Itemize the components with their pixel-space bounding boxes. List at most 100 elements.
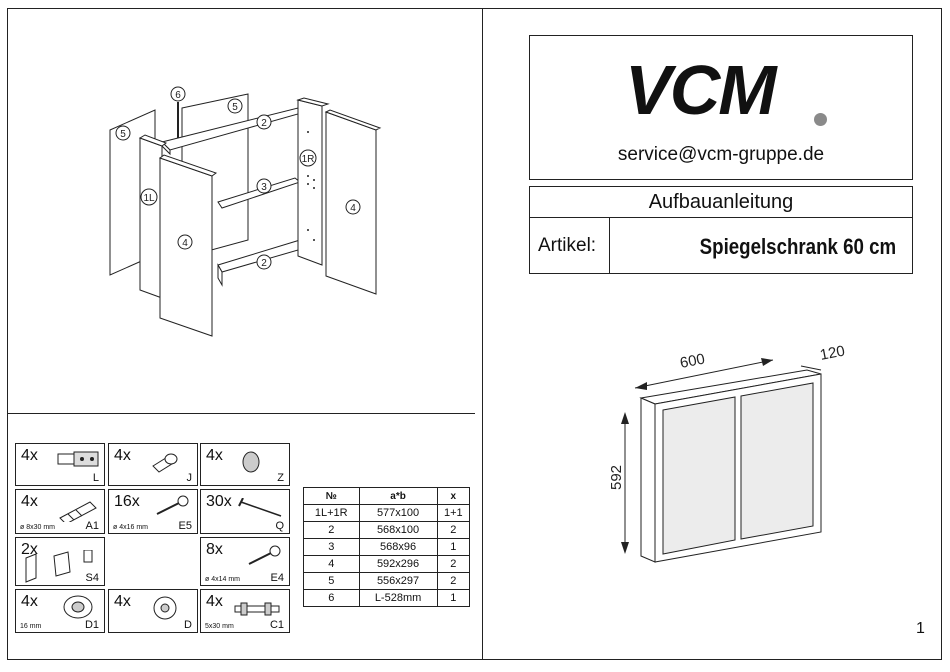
article-label: Artikel: — [530, 218, 610, 273]
table-header-row: № a*b x — [304, 488, 470, 505]
bolt-icon — [231, 600, 287, 618]
table-cell: 3 — [304, 539, 360, 556]
part-dim: ø 8x30 mm — [20, 524, 55, 531]
part-code: E4 — [271, 572, 284, 584]
dowel-icon — [56, 498, 102, 522]
part-bolt-C1: 4x 5x30 mm C1 — [200, 589, 290, 633]
part-cam-D1: 4x 16 mm D1 — [15, 589, 105, 633]
table-cell: 1+1 — [437, 505, 469, 522]
label-2a: 2 — [261, 118, 267, 129]
part-code: E5 — [179, 520, 192, 532]
connector-icon — [149, 450, 183, 474]
part-qty: 4x — [114, 593, 131, 611]
page-number: 1 — [916, 620, 925, 638]
part-code: J — [187, 472, 193, 484]
brand-logo: VCM — [625, 50, 775, 130]
part-qty: 4x — [21, 493, 38, 511]
article-row: Artikel: Spiegelschrank 60 cm — [529, 218, 913, 274]
vertical-divider — [482, 8, 483, 660]
cabinet-side — [641, 398, 655, 562]
dim-width: 600 — [679, 350, 707, 371]
logo-dot-icon — [814, 113, 827, 126]
label-1r: 1R — [302, 154, 315, 165]
service-email: service@vcm-gruppe.de — [530, 144, 912, 166]
part-qty: 16x — [114, 493, 140, 511]
part-Z: 4x Z — [200, 443, 290, 486]
part-qty: 4x — [206, 593, 223, 611]
nail-icon — [237, 498, 287, 520]
bumper-cap-icon — [241, 450, 261, 474]
table-cell: 2 — [304, 522, 360, 539]
cover-cap-icon — [151, 594, 179, 622]
part-J: 4x J — [108, 443, 198, 486]
part-code: D1 — [85, 619, 99, 631]
part-code: Z — [277, 472, 284, 484]
table-cell: 1 — [437, 590, 469, 607]
part-dim: ø 4x16 mm — [113, 524, 148, 531]
part-qty: 30x — [206, 493, 232, 511]
label-5a: 5 — [120, 129, 126, 140]
document-title: Aufbauanleitung — [529, 186, 913, 218]
part-code: D — [184, 619, 192, 631]
part-qty: 8x — [206, 541, 223, 559]
table-cell: 568x100 — [359, 522, 437, 539]
part-code: C1 — [270, 619, 284, 631]
brand-box: VCM service@vcm-gruppe.de — [529, 35, 913, 180]
screw-icon — [243, 544, 287, 568]
cabinet-dimension-drawing: 600 120 592 — [595, 340, 865, 575]
part-qty: 4x — [21, 447, 38, 465]
part-code: Q — [275, 520, 284, 532]
part-qty: 4x — [21, 593, 38, 611]
part-dim: 16 mm — [20, 623, 41, 630]
part-dim: 5x30 mm — [205, 623, 234, 630]
screw-icon — [151, 494, 195, 518]
mirror-door-right — [741, 383, 813, 539]
table-cell: 2 — [437, 556, 469, 573]
dim-depth: 120 — [819, 342, 847, 363]
label-3: 3 — [261, 182, 267, 193]
part-code: S4 — [86, 572, 99, 584]
hinge-icon — [56, 448, 102, 472]
part-cap-D: 4x D — [108, 589, 198, 633]
table-cell: 568x96 — [359, 539, 437, 556]
part-qty: 4x — [206, 447, 223, 465]
table-header: a*b — [359, 488, 437, 505]
dim-height: 592 — [608, 465, 625, 490]
table-header: x — [437, 488, 469, 505]
table-cell: 592x296 — [359, 556, 437, 573]
article-value: Spiegelschrank 60 cm — [700, 218, 896, 273]
table-cell: 1L+1R — [304, 505, 360, 522]
table-row: 5556x2972 — [304, 573, 470, 590]
part-dowel-A1: 4x ø 8x30 mm A1 — [15, 489, 105, 534]
exploded-view-drawing: 6 5 5 2 1R 1L 3 4 4 2 — [100, 80, 400, 345]
side-panel-left — [140, 138, 162, 298]
table-cell: 4 — [304, 556, 360, 573]
label-2b: 2 — [261, 258, 267, 269]
table-cell: L-528mm — [359, 590, 437, 607]
table-cell: 577x100 — [359, 505, 437, 522]
part-code: L — [93, 472, 99, 484]
label-5b: 5 — [232, 102, 238, 113]
cam-lock-icon — [58, 594, 98, 620]
horizontal-divider — [7, 413, 475, 414]
part-screw-E5: 16x ø 4x16 mm E5 — [108, 489, 198, 534]
mirror-door-left — [663, 397, 735, 554]
table-header: № — [304, 488, 360, 505]
table-cell: 1 — [437, 539, 469, 556]
part-screw-E4: 8x ø 4x14 mm E4 — [200, 537, 290, 586]
label-4b: 4 — [350, 203, 356, 214]
side-panel-right — [298, 100, 322, 265]
label-1l: 1L — [143, 193, 155, 204]
table-cell: 2 — [437, 522, 469, 539]
part-nail-Q: 30x Q — [200, 489, 290, 534]
part-bracket-S4: 2x S4 — [15, 537, 105, 586]
part-code: A1 — [86, 520, 99, 532]
part-dim: ø 4x14 mm — [205, 576, 240, 583]
part-qty: 4x — [114, 447, 131, 465]
table-cell: 556x297 — [359, 573, 437, 590]
